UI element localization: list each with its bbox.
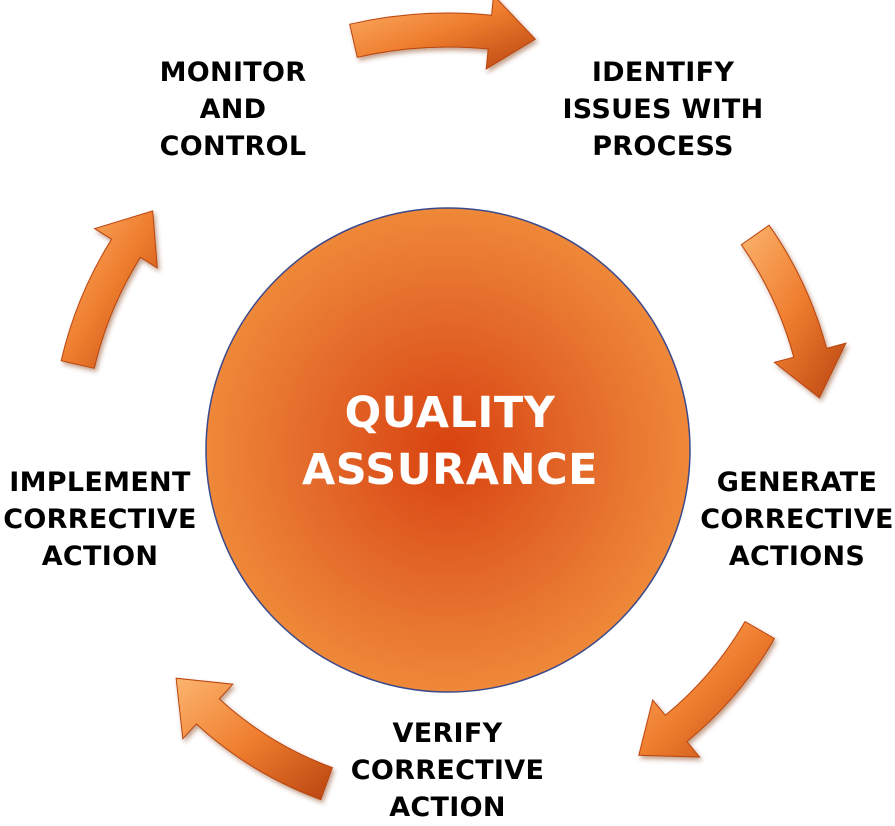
arrow-monitor-to-identify (349, 0, 537, 70)
center-title-line-1: QUALITY (344, 388, 556, 438)
step-label-generate-corrective-actions: GENERATE CORRECTIVE ACTIONS (692, 464, 895, 575)
step-label-line: ISSUES WITH (562, 94, 764, 125)
step-label-line: CORRECTIVE (3, 504, 197, 535)
step-label-identify-issues: IDENTIFY ISSUES WITH PROCESS (548, 54, 778, 165)
step-label-line: IDENTIFY (591, 57, 735, 88)
step-label-line: ACTION (41, 541, 159, 572)
step-label-line: GENERATE (716, 467, 878, 498)
step-label-line: AND (199, 94, 267, 125)
step-label-line: PROCESS (592, 131, 734, 162)
step-label-line: VERIFY (392, 718, 503, 749)
step-label-monitor-and-control: MONITOR AND CONTROL (133, 54, 333, 165)
step-label-line: CONTROL (159, 131, 307, 162)
step-label-implement-corrective-action: IMPLEMENT CORRECTIVE ACTION (0, 464, 200, 575)
quality-assurance-circle (205, 207, 691, 693)
step-label-line: ACTIONS (728, 541, 866, 572)
step-label-line: ACTION (389, 792, 506, 823)
center-title-line-2: ASSURANCE (301, 445, 598, 495)
arrow-generate-to-verify (638, 620, 776, 758)
step-label-line: CORRECTIVE (700, 504, 894, 535)
arrow-identify-to-generate (740, 224, 847, 399)
arrow-verify-to-implement (175, 677, 334, 801)
arrow-implement-to-monitor (60, 210, 158, 369)
center-title: QUALITY ASSURANCE (260, 385, 640, 499)
step-label-line: CORRECTIVE (350, 755, 545, 786)
step-label-line: MONITOR (159, 57, 307, 88)
step-label-line: IMPLEMENT (9, 467, 191, 498)
step-label-verify-corrective-action: VERIFY CORRECTIVE ACTION (340, 715, 555, 826)
